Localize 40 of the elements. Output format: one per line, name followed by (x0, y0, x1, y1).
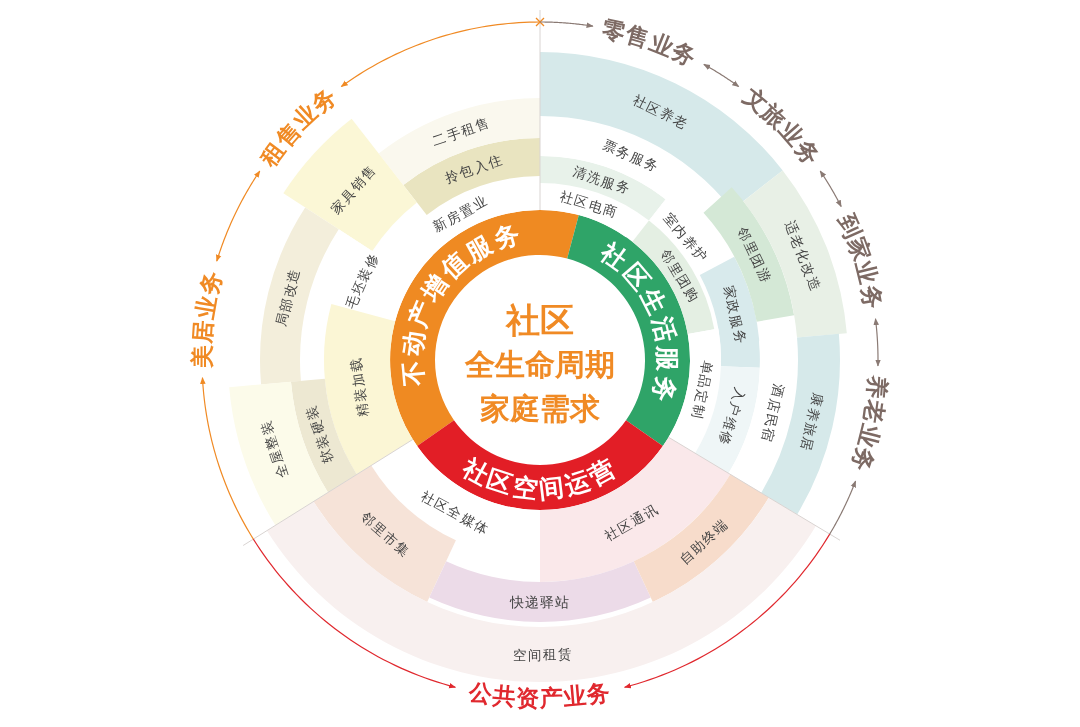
arrow (215, 170, 261, 262)
band-label: 适老化改造 (782, 218, 825, 295)
band-label: 康养旅居 (797, 391, 827, 454)
business-label: 文旅业务 (738, 82, 825, 171)
band-label: 软装硬装 (301, 402, 337, 465)
band-label: 入户维修 (716, 385, 749, 448)
business-label: 公共资产业务 (467, 678, 613, 711)
arrow (200, 377, 254, 540)
arrow (252, 538, 457, 689)
band-label: 邻里市集 (357, 508, 414, 561)
band-label: 空间租赁 (512, 646, 573, 663)
band-label: 票务服务 (600, 135, 662, 175)
arrow (819, 170, 842, 208)
band-label: 局部改造 (272, 266, 303, 329)
band-label: 二手租售 (430, 113, 493, 149)
arrow (829, 480, 857, 535)
business-label: 到家业务 (833, 210, 887, 312)
center-title: 全生命周期 (465, 346, 615, 382)
band-label: 自助终端 (675, 515, 732, 568)
band-label: 单品定制 (689, 359, 717, 422)
business-label: 养老业务 (846, 375, 891, 476)
band-label: 拎包入住 (442, 150, 505, 186)
arrow (340, 21, 541, 88)
center-title: 家庭需求 (480, 390, 600, 426)
band-label: 酒店民宿 (758, 382, 788, 445)
band-label: 邻里团游 (734, 224, 776, 286)
business-label: 零售业务 (600, 15, 701, 72)
band-label: 社区养老 (630, 91, 692, 133)
band-label: 快递驿站 (510, 594, 570, 610)
center-title: 社区 (506, 300, 574, 340)
business-label: 美居业务 (189, 267, 227, 368)
arrow (703, 63, 740, 88)
band-label: 新房置业 (430, 191, 491, 235)
arrow (873, 318, 881, 367)
band-label: 毛坯装修 (342, 250, 382, 312)
band-label: 家政服务 (720, 283, 750, 346)
arrow (623, 533, 831, 689)
band-label: 精装加载 (346, 356, 372, 418)
band-label: 全屋整装 (256, 418, 291, 481)
arrow (539, 21, 594, 28)
